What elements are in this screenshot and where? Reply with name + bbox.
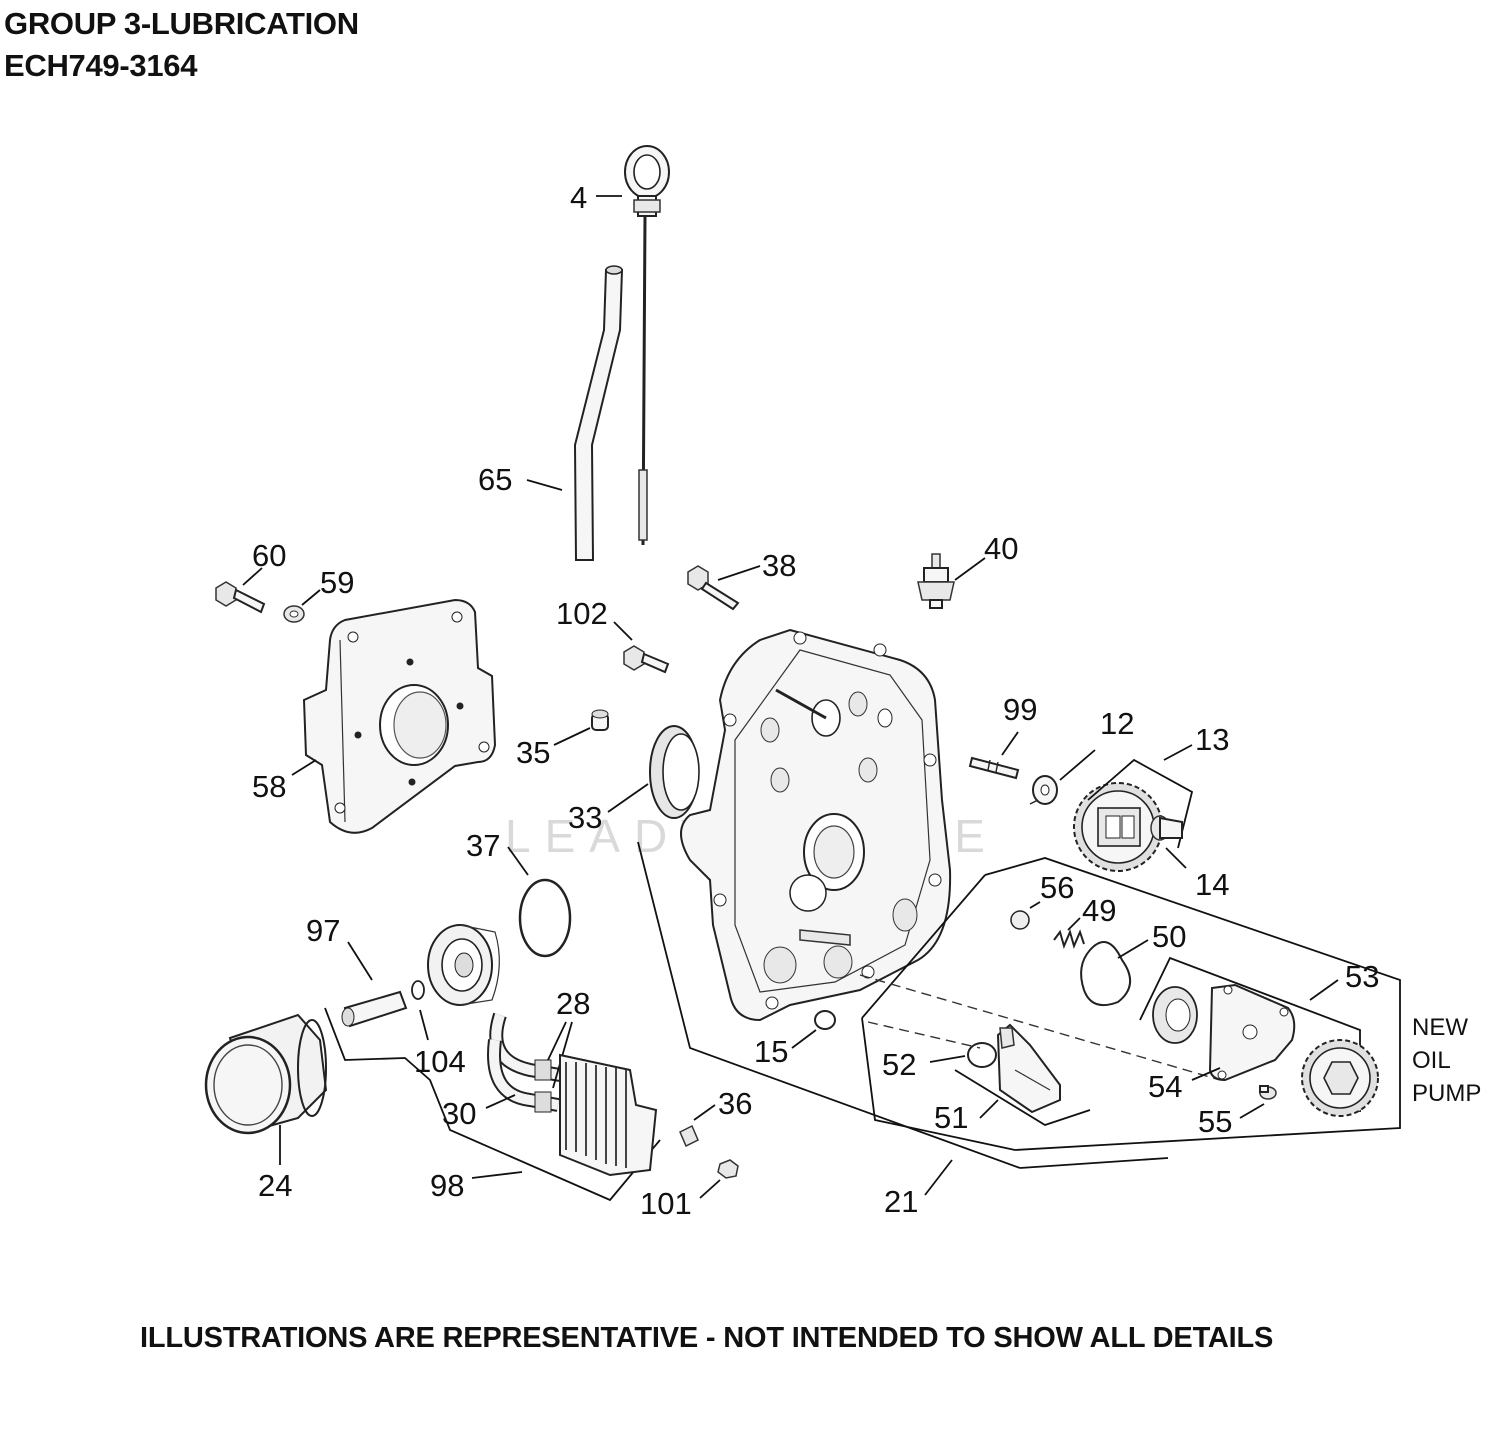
callout-36: 36 bbox=[718, 1086, 752, 1121]
part-dowel-pin[interactable] bbox=[591, 709, 609, 731]
part-washer-104[interactable] bbox=[411, 980, 425, 1000]
callout-101: 101 bbox=[640, 1186, 692, 1221]
callout-40: 40 bbox=[984, 531, 1018, 566]
part-oil-hoses[interactable] bbox=[487, 1012, 562, 1113]
part-oring-52[interactable] bbox=[967, 1042, 997, 1068]
part-pump-rotor[interactable] bbox=[1152, 986, 1198, 1044]
part-oring-50[interactable] bbox=[1080, 941, 1131, 1006]
part-screw-101[interactable] bbox=[717, 1159, 739, 1179]
callout-56: 56 bbox=[1040, 870, 1074, 905]
part-ball-56[interactable] bbox=[1010, 910, 1030, 930]
part-dipstick-tube[interactable] bbox=[573, 265, 624, 561]
part-oil-pressure-switch[interactable] bbox=[917, 553, 955, 609]
part-oil-cooler[interactable] bbox=[559, 1053, 658, 1177]
part-bolt-38[interactable] bbox=[687, 565, 740, 611]
callout-52: 52 bbox=[882, 1047, 916, 1082]
part-oil-seal[interactable] bbox=[649, 725, 700, 819]
pump-note-line3: PUMP bbox=[1412, 1080, 1481, 1107]
pump-note-line1: NEW bbox=[1412, 1014, 1468, 1041]
part-bolt-60[interactable] bbox=[215, 581, 266, 614]
model-number: ECH749-3164 bbox=[4, 48, 198, 83]
callout-24: 24 bbox=[258, 1168, 292, 1203]
callout-4: 4 bbox=[570, 180, 587, 215]
callout-33: 33 bbox=[568, 800, 602, 835]
callout-49: 49 bbox=[1082, 893, 1116, 928]
part-nipple-97[interactable] bbox=[341, 990, 408, 1028]
part-dipstick[interactable] bbox=[624, 145, 670, 546]
callout-98: 98 bbox=[430, 1168, 464, 1203]
part-screw-55[interactable] bbox=[1259, 1085, 1277, 1100]
callout-55: 55 bbox=[1198, 1104, 1232, 1139]
callout-38: 38 bbox=[762, 548, 796, 583]
part-spring-49[interactable] bbox=[1053, 929, 1085, 949]
callout-58: 58 bbox=[252, 769, 286, 804]
part-oil-filter[interactable] bbox=[204, 1013, 328, 1135]
callout-15: 15 bbox=[754, 1034, 788, 1069]
callout-102: 102 bbox=[556, 596, 608, 631]
pump-note-line2: OIL bbox=[1412, 1047, 1451, 1074]
callout-28: 28 bbox=[556, 986, 590, 1021]
part-clip-36[interactable] bbox=[679, 1124, 699, 1148]
callout-51: 51 bbox=[934, 1100, 968, 1135]
part-filter-adapter[interactable] bbox=[427, 924, 500, 1006]
part-governor-gear[interactable] bbox=[1073, 782, 1163, 872]
part-adapter-plate[interactable] bbox=[302, 598, 497, 834]
part-pump-cover[interactable] bbox=[1208, 983, 1296, 1082]
part-oring-15[interactable] bbox=[814, 1010, 836, 1030]
group-title: GROUP 3-LUBRICATION bbox=[4, 6, 359, 41]
callout-37: 37 bbox=[466, 828, 500, 863]
part-oil-pickup[interactable] bbox=[996, 1023, 1061, 1114]
part-washer-59[interactable] bbox=[283, 605, 305, 623]
callout-12: 12 bbox=[1100, 706, 1134, 741]
callout-59: 59 bbox=[320, 565, 354, 600]
part-oring-37[interactable] bbox=[518, 878, 572, 958]
part-washer-12[interactable] bbox=[1029, 775, 1058, 805]
callout-30: 30 bbox=[442, 1096, 476, 1131]
callout-13: 13 bbox=[1195, 722, 1229, 757]
callout-21: 21 bbox=[884, 1184, 918, 1219]
part-bolt-102[interactable] bbox=[623, 645, 670, 674]
callout-65: 65 bbox=[478, 462, 512, 497]
callout-35: 35 bbox=[516, 735, 550, 770]
callout-14: 14 bbox=[1195, 867, 1229, 902]
callout-53: 53 bbox=[1345, 959, 1379, 994]
callout-50: 50 bbox=[1152, 919, 1186, 954]
part-governor-shaft[interactable] bbox=[1150, 815, 1183, 841]
disclaimer-footer: ILLUSTRATIONS ARE REPRESENTATIVE - NOT I… bbox=[140, 1322, 1274, 1354]
callout-97: 97 bbox=[306, 913, 340, 948]
callout-60: 60 bbox=[252, 538, 286, 573]
part-pin-99[interactable] bbox=[968, 756, 1020, 780]
callout-104: 104 bbox=[414, 1044, 466, 1079]
part-pump-gear[interactable] bbox=[1301, 1039, 1379, 1117]
callout-99: 99 bbox=[1003, 692, 1037, 727]
part-closure-plate[interactable] bbox=[680, 628, 952, 1022]
callout-54: 54 bbox=[1148, 1069, 1182, 1104]
